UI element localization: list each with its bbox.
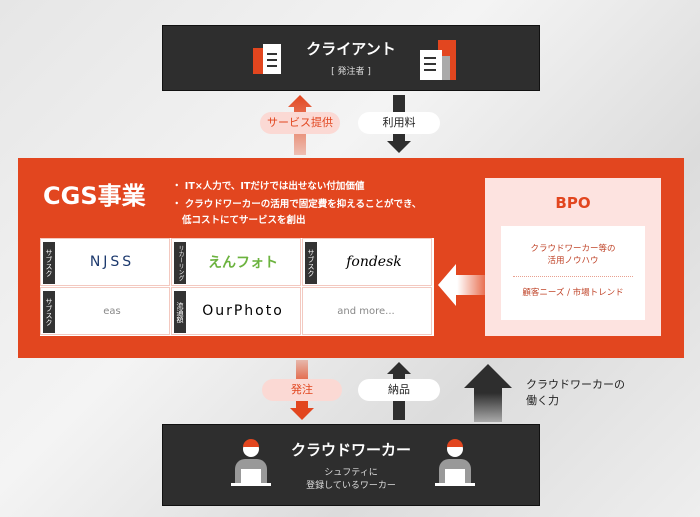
service-njss: サブスク NJSS <box>40 238 170 286</box>
service-and-more: and more... <box>302 287 432 335</box>
cgs-section: CGS事業 ・ IT×人力で、ITだけでは出せない付加価値 ・ クラウドワーカー… <box>18 158 684 358</box>
service-tag: サブスク <box>305 242 317 284</box>
worker-box: クラウドワーカー シュフティに 登録しているワーカー <box>162 424 540 506</box>
service-ourphoto: 流通額 OurPhoto <box>171 287 301 335</box>
bpo-line-1: クラウドワーカー等の <box>530 244 616 254</box>
service-tag: 流通額 <box>174 291 186 333</box>
service-label: サービス提供 <box>260 112 340 134</box>
ourphoto-logo: OurPhoto <box>202 303 284 319</box>
fee-label: 利用料 <box>358 112 440 134</box>
and-more-text: and more... <box>337 305 395 317</box>
service-enphoto: リカーリング えんフォト <box>171 238 301 286</box>
knowhow-left-arrow <box>438 264 486 306</box>
worker-power-line-1: クラウドワーカーの <box>526 378 625 391</box>
bpo-detail: クラウドワーカー等の 活用ノウハウ 顧客ニーズ / 市場トレンド <box>501 226 645 320</box>
worker-headset-icon <box>231 439 271 486</box>
cgs-bullet-2: ・ クラウドワーカーの活用で固定費を抑えることができ、 <box>172 199 422 210</box>
bpo-box: BPO クラウドワーカー等の 活用ノウハウ 顧客ニーズ / 市場トレンド <box>485 178 661 336</box>
client-title: クライアント <box>306 40 396 58</box>
worker-power-line-2: 働く力 <box>526 394 559 407</box>
service-fondesk: サブスク fondesk <box>302 238 432 286</box>
eas-logo: eas <box>103 305 121 317</box>
worker-sub-2: 登録しているワーカー <box>306 481 396 491</box>
client-subtitle: [ 発注者 ] <box>331 67 371 77</box>
bpo-line-2: 活用ノウハウ <box>547 256 599 266</box>
cgs-title: CGS事業 <box>43 182 146 210</box>
worker-title: クラウドワーカー <box>290 441 411 459</box>
service-tag: サブスク <box>43 242 55 284</box>
order-label: 発注 <box>262 379 342 401</box>
cgs-bullet-3: 低コストにてサービスを創出 <box>182 215 306 226</box>
worker-icon <box>435 439 475 486</box>
bpo-title: BPO <box>555 194 591 212</box>
service-eas: サブスク eas <box>40 287 170 335</box>
office-building-icon <box>420 40 456 80</box>
building-icon <box>253 44 281 74</box>
divider <box>513 276 633 277</box>
deliver-label: 納品 <box>358 379 440 401</box>
service-tag: サブスク <box>43 291 55 333</box>
worker-power-up-arrow <box>464 364 512 422</box>
enphoto-logo: えんフォト <box>208 255 278 271</box>
cgs-bullet-1: ・ IT×人力で、ITだけでは出せない付加価値 <box>172 181 365 192</box>
worker-sub-1: シュフティに <box>324 468 378 478</box>
bpo-line-3: 顧客ニーズ / 市場トレンド <box>522 288 624 298</box>
fondesk-logo: fondesk <box>346 254 402 270</box>
client-box: クライアント [ 発注者 ] <box>162 25 540 91</box>
services-grid: サブスク NJSS リカーリング えんフォト サブスク fondesk サブスク eas… <box>40 238 434 336</box>
njss-logo: NJSS <box>89 254 135 270</box>
service-tag: リカーリング <box>174 242 186 284</box>
